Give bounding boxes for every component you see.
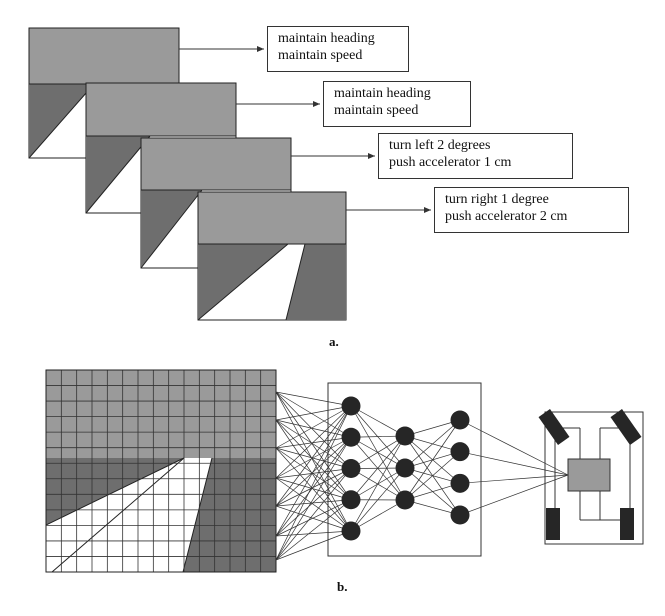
action-label-4: turn right 1 degree push accelerator 2 c… [434, 187, 629, 233]
network-node [395, 490, 415, 510]
retina-grid [46, 370, 276, 572]
action-label-1: maintain heading maintain speed [267, 26, 409, 72]
action-label-2-line1: maintain heading [334, 86, 431, 101]
network-node [341, 521, 361, 541]
network-connections [275, 391, 569, 561]
caption-b: b. [337, 579, 348, 594]
network-box [327, 382, 482, 557]
network-node [395, 458, 415, 478]
caption-a: a. [329, 334, 339, 349]
action-label-2: maintain heading maintain speed [323, 81, 471, 127]
network-node [450, 505, 470, 525]
frame-stack [28, 27, 347, 321]
action-arrows [179, 46, 431, 213]
wheel-rear-right [620, 508, 634, 540]
network-node [341, 396, 361, 416]
vehicle-diagram [538, 409, 644, 545]
action-label-3-line2: push accelerator 1 cm [389, 155, 512, 170]
action-label-1-line1: maintain heading [278, 31, 375, 46]
steering-unit [567, 458, 611, 492]
action-label-2-line2: maintain speed [334, 103, 419, 118]
vehicle-chassis [544, 411, 644, 545]
action-label-4-line2: push accelerator 2 cm [445, 209, 568, 224]
wheel-front-right [610, 409, 642, 445]
action-label-1-line2: maintain speed [278, 48, 363, 63]
action-label-3-line1: turn left 2 degrees [389, 138, 491, 153]
network-node [341, 459, 361, 478]
network-node [341, 490, 361, 510]
network-node [450, 410, 470, 430]
network-node [341, 427, 361, 447]
wheel-front-left [538, 409, 570, 445]
network-node [450, 473, 470, 493]
action-label-4-line1: turn right 1 degree [445, 192, 549, 207]
wheel-rear-left [546, 508, 560, 540]
input-retina [45, 369, 277, 573]
network-node [450, 442, 470, 462]
action-label-3: turn left 2 degrees push accelerator 1 c… [378, 133, 573, 179]
network-nodes [341, 396, 470, 541]
network-node [395, 426, 415, 446]
camera-frame-4 [197, 191, 347, 321]
